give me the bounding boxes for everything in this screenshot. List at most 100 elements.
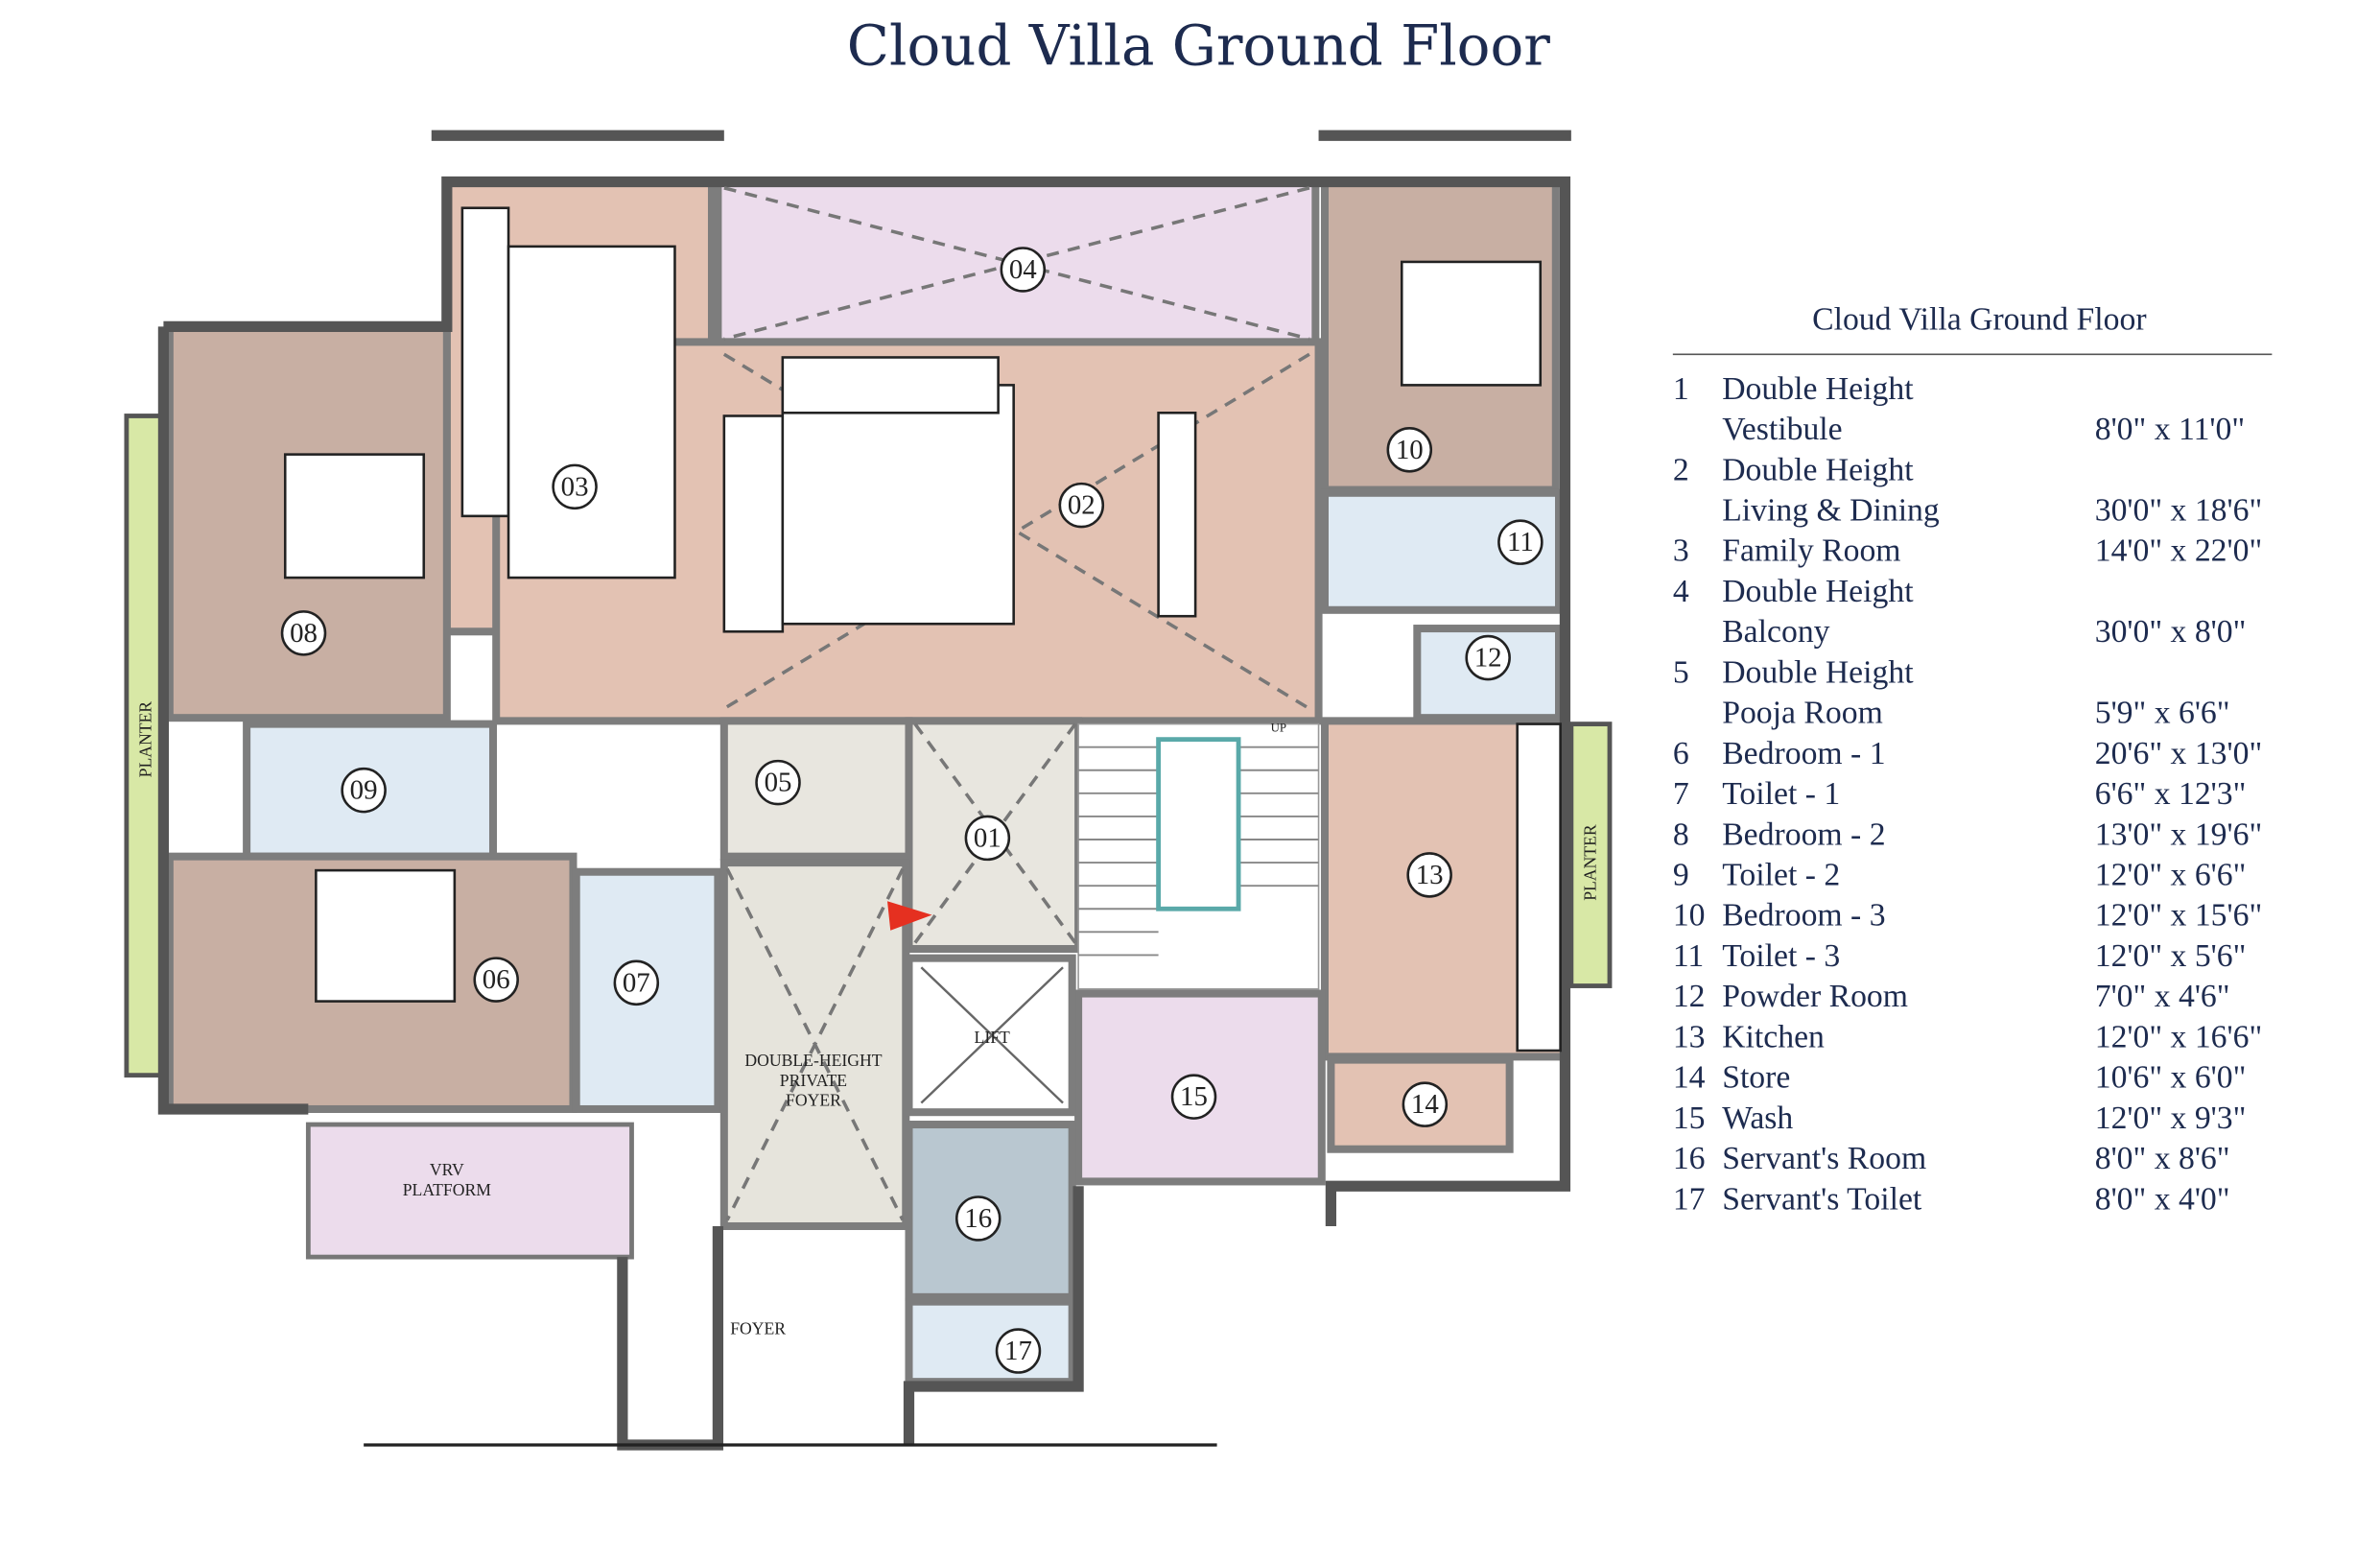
legend-row: 2 Double Height: [1673, 452, 1914, 487]
marker-circle: [964, 815, 1011, 862]
marker-circle: [613, 959, 660, 1006]
marker-number: 11: [1507, 527, 1534, 557]
bed-bedroom-1: [315, 868, 457, 1003]
sofa-living-back: [781, 356, 1000, 414]
marker-number: 04: [1009, 254, 1037, 285]
stair-treads: [1078, 737, 1319, 957]
legend-row: 17 Servant's Toilet 8'0" x 4'0": [1673, 1181, 2230, 1217]
legend-room-name: Servant's Room: [1722, 1141, 1926, 1176]
legend-dimensions: 30'0" x 8'0": [2095, 614, 2247, 650]
legend-room-name: Bedroom - 1: [1722, 736, 1885, 771]
marker-number: 12: [1474, 643, 1502, 674]
marker-number: 03: [561, 471, 589, 502]
legend-number: 11: [1673, 938, 1704, 974]
legend-room-name: Pooja Room: [1722, 696, 1883, 731]
legend-room-name: Servant's Toilet: [1722, 1181, 1922, 1217]
marker-circle: [755, 759, 801, 806]
legend-dimensions: 8'0" x 4'0": [2095, 1181, 2230, 1217]
marker-circle: [1465, 634, 1511, 681]
marker-circle: [1000, 247, 1047, 293]
floor-plan: PLANTER PLANTER VRV PLATFORM DOUBLE-HEIG…: [124, 130, 1613, 1451]
room-marker-03: 03: [552, 463, 598, 510]
legend-room-name: Bedroom - 2: [1722, 816, 1885, 852]
kitchen-counter: [1516, 722, 1562, 1053]
legend-dimensions: 12'0" x 6'6": [2095, 858, 2247, 893]
dining-table: [1157, 411, 1197, 618]
vrv-label-1: VRV: [430, 1160, 464, 1179]
room-marker-07: 07: [613, 959, 660, 1006]
legend-row: Balcony 30'0" x 8'0": [1722, 614, 2246, 650]
marker-number: 15: [1180, 1081, 1208, 1112]
room-toilet-1: [572, 867, 722, 1113]
staircase: [1077, 722, 1320, 990]
room-marker-16: 16: [954, 1195, 1001, 1242]
planter-left-label: PLANTER: [136, 701, 155, 778]
legend-row: 11 Toilet - 3 12'0" x 5'6": [1673, 938, 2247, 974]
legend-dimensions: 12'0" x 16'6": [2095, 1019, 2262, 1054]
room-marker-12: 12: [1465, 634, 1511, 681]
legend-room-name: Double Height: [1722, 654, 1914, 690]
marker-number: 05: [765, 768, 792, 798]
marker-number: 07: [623, 967, 650, 998]
legend-dimensions: 7'0" x 4'6": [2095, 979, 2230, 1014]
marker-number: 13: [1416, 860, 1444, 890]
planter-right: [1568, 722, 1613, 988]
room-marker-05: 05: [755, 759, 801, 806]
marker-circle: [1058, 482, 1105, 529]
room-marker-15: 15: [1170, 1074, 1217, 1120]
marker-number: 02: [1068, 490, 1096, 521]
legend-room-name: Powder Room: [1722, 979, 1908, 1014]
legend-room-name: Balcony: [1722, 614, 1829, 650]
stair-up-label: UP: [1271, 722, 1286, 735]
legend-number: 2: [1673, 452, 1689, 487]
entrance-marker: [887, 901, 932, 931]
legend-number: 13: [1673, 1019, 1706, 1054]
legend-number: 7: [1673, 776, 1689, 812]
vrv-platform: [305, 1122, 634, 1260]
rug-living: [781, 384, 1015, 626]
legend-room-name: Toilet - 1: [1722, 776, 1840, 812]
room-marker-14: 14: [1402, 1081, 1449, 1127]
room-marker-06: 06: [473, 957, 519, 1003]
furniture: [283, 206, 1562, 1053]
marker-circle: [552, 463, 598, 510]
room-pooja: [719, 717, 913, 861]
marker-number: 08: [290, 618, 318, 649]
planter-left: [124, 414, 166, 1078]
room-servant-toilet: [905, 1297, 1076, 1386]
legend-number: 17: [1673, 1181, 1706, 1217]
legend-room-name: Living & Dining: [1722, 493, 1940, 529]
private-foyer-label-2: PRIVATE: [780, 1071, 847, 1090]
legend-room-name: Store: [1722, 1060, 1790, 1096]
legend-room-name: Double Height: [1722, 371, 1914, 407]
legend-dimensions: 30'0" x 18'6": [2095, 493, 2262, 529]
marker-circle: [1497, 519, 1543, 565]
marker-circle: [473, 957, 519, 1003]
room-marker-10: 10: [1386, 427, 1433, 473]
legend-room-name: Double Height: [1722, 574, 1914, 609]
marker-circle: [954, 1195, 1001, 1242]
sofa-living: [722, 414, 785, 633]
legend-room-name: Vestibule: [1722, 412, 1842, 447]
room-marker-04: 04: [1000, 247, 1047, 293]
marker-number: 01: [974, 822, 1001, 853]
legend-dimensions: 12'0" x 5'6": [2095, 938, 2247, 974]
foyer-label: FOYER: [730, 1318, 786, 1337]
legend-room-name: Toilet - 3: [1722, 938, 1840, 974]
private-foyer-label-3: FOYER: [786, 1091, 841, 1110]
legend-room-name: Double Height: [1722, 452, 1914, 487]
marker-number: 09: [350, 775, 378, 806]
